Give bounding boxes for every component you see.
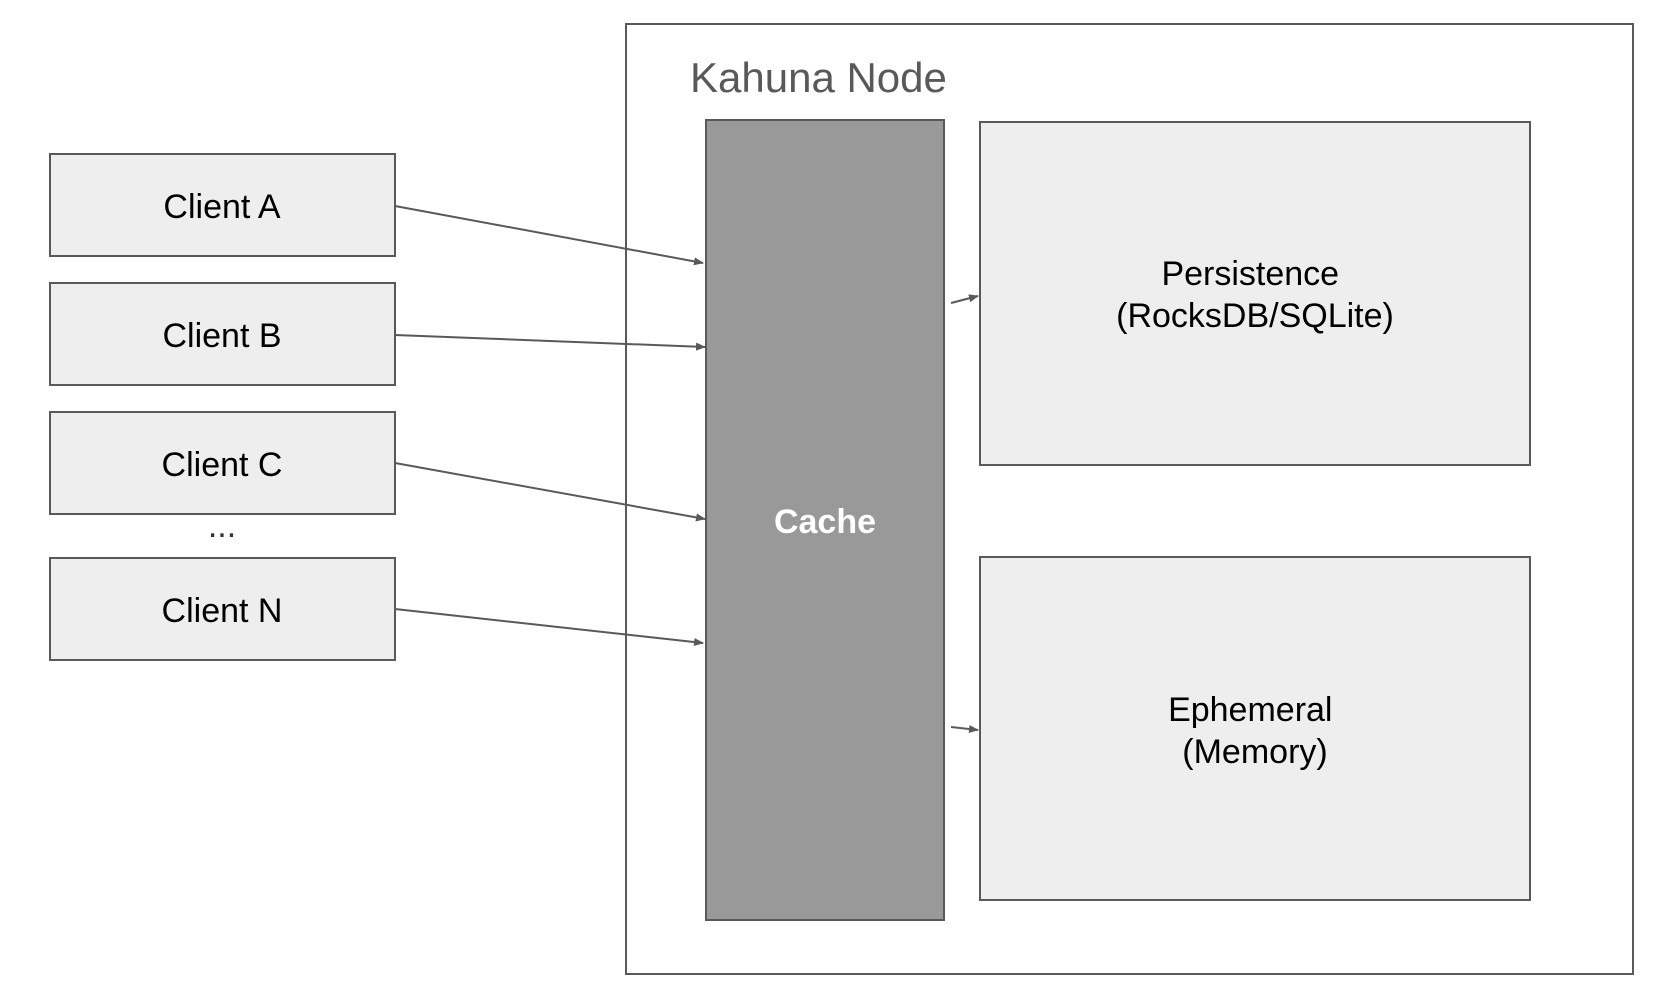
arrow-cache-to-ephemeral <box>950 725 979 733</box>
arrow-client-n-to-cache <box>394 608 704 646</box>
cache-label: Cache <box>774 503 876 541</box>
client-a: Client A <box>49 153 396 257</box>
arrow-client-c-to-cache <box>394 462 706 522</box>
client-n: Client N <box>49 557 396 661</box>
client-n-box <box>49 557 396 661</box>
client-a-label: Client A <box>163 188 280 226</box>
ephemeral-box <box>979 556 1531 901</box>
cache: Cache <box>705 119 945 921</box>
persistence-label-line2: (RocksDB/SQLite) <box>1116 297 1394 335</box>
ephemeral-label-line1: Ephemeral <box>1168 691 1332 729</box>
cache-box <box>705 119 945 921</box>
persistence-label: Persistence (RocksDB/SQLite) <box>1116 255 1394 335</box>
ephemeral-label-line2: (Memory) <box>1182 733 1327 771</box>
client-c-label: Client C <box>162 446 283 484</box>
persistence-store: Persistence (RocksDB/SQLite) <box>979 121 1531 466</box>
client-b: Client B <box>49 282 396 386</box>
client-a-box <box>49 153 396 257</box>
client-n-label: Client N <box>162 592 283 630</box>
ephemeral-store: Ephemeral (Memory) <box>979 556 1531 901</box>
arrow-client-b-to-cache <box>394 334 706 351</box>
kahuna-node-title: Kahuna Node <box>690 54 947 101</box>
arrow-client-a-to-cache <box>394 205 704 266</box>
client-b-box <box>49 282 396 386</box>
arrow-cache-to-persistence <box>950 294 979 304</box>
clients-ellipsis: ... <box>208 507 236 545</box>
client-b-label: Client B <box>162 317 281 355</box>
ephemeral-label: Ephemeral (Memory) <box>1168 691 1342 771</box>
client-c: Client C <box>49 411 396 515</box>
client-c-box <box>49 411 396 515</box>
persistence-box <box>979 121 1531 466</box>
persistence-label-line1: Persistence <box>1161 255 1339 293</box>
